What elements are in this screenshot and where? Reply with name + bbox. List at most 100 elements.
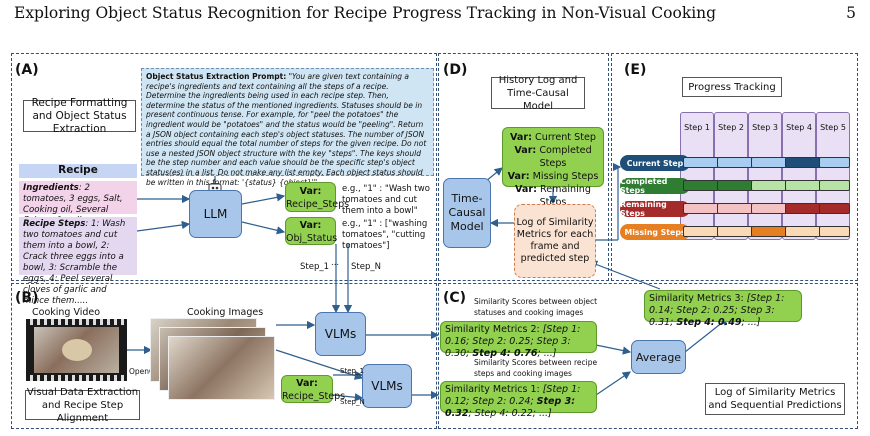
tracking-row-completed: Completed Steps (620, 177, 852, 195)
object-status-prompt: Object Status Extraction Prompt: "You ar… (141, 68, 434, 187)
var-value: Missing Steps (529, 171, 599, 182)
ingredients-label: Ingredients (23, 183, 79, 193)
steps-label: Recipe Steps (23, 219, 86, 229)
step-ellipsis: ... (331, 258, 340, 268)
row-label-missing: Missing Steps (620, 224, 690, 240)
sm3-tail: ; ...] (741, 317, 761, 328)
opencv-label: OpenCV (129, 367, 160, 376)
recipe-header: Recipe (19, 164, 137, 178)
paper-running-title: Exploring Object Status Recognition for … (14, 4, 717, 22)
step-column: Step 3 (748, 112, 782, 240)
row-label-remaining: Remaining Steps (620, 200, 690, 218)
panel-a (11, 53, 437, 281)
sm3-title: Similarity Metrics 3: (649, 293, 747, 304)
panel-a-caption: Recipe Formatting and Object Status Extr… (23, 97, 136, 135)
step-segment (819, 203, 850, 214)
sm2-tail: ; ...] (537, 348, 557, 359)
example-obj-status: e.g., "1" : ["washing tomatoes", "cuttin… (342, 219, 428, 251)
panel-e-label: (E) (624, 62, 647, 78)
var-value: Remaining Steps (536, 184, 591, 208)
var-key: Var: (299, 186, 322, 197)
var-key: Var: (507, 171, 530, 182)
sm3-best: Step 4: 0.49 (676, 317, 742, 328)
similarity-log-box: Log of Similarity Metrics for each frame… (514, 204, 596, 278)
panel-b (11, 283, 437, 429)
var-value: Current Step (531, 132, 596, 143)
sm2-best: Step 4: 0.76 (472, 348, 538, 359)
note-recipe-step-scores: Similarity Scores between recipe steps a… (474, 358, 598, 378)
panel-d (438, 53, 609, 281)
tracking-row-current: Current Step (620, 155, 852, 171)
step-column: Step 2 (714, 112, 748, 240)
step-segment (785, 203, 821, 214)
example-recipe-steps: e.g., "1" : "Wash two tomatoes and cut t… (342, 184, 430, 216)
var-current-step: Var: Current Step (503, 131, 603, 144)
sm1-values: [Step 1: 0.12; Step 2: 0.24; (445, 384, 581, 407)
panel-e (611, 53, 858, 281)
step-segment (819, 226, 850, 237)
row-label-completed: Completed Steps (620, 177, 690, 195)
tracking-row-remaining: Remaining Steps (620, 200, 852, 218)
step-segment (819, 180, 850, 191)
step-1-label-b: Step_1 (340, 367, 364, 375)
row-label-current: Current Step (620, 155, 690, 171)
var-key: Var: (515, 184, 537, 195)
similarity-metrics-3: Similarity Metrics 3: [Step 1: 0.14; Ste… (644, 290, 802, 328)
panel-b-caption: Visual Data Extraction and Recipe Step A… (25, 386, 140, 424)
vlms-box-2: VLMs (362, 364, 412, 408)
var-value: Recipe_Steps (286, 199, 350, 210)
step-segment (785, 226, 821, 237)
sm1-title: Similarity Metrics 1: (445, 384, 543, 395)
var-key: Var: (296, 378, 318, 389)
step-segment (819, 157, 850, 168)
vlms-box-1: VLMs (315, 312, 366, 356)
llm-box: LLM (189, 190, 242, 238)
var-remaining-steps: Var: Remaining Steps (503, 183, 603, 209)
step-n-label: Step_N (351, 262, 381, 272)
sm1-best: Step 3: 0.32 (445, 396, 576, 419)
step-segment (717, 226, 753, 237)
step-segment (751, 226, 787, 237)
recipe-ingredients: Ingredients: 2 tomatoes, 3 eggs, Salt, C… (19, 181, 137, 226)
step-segment (751, 180, 787, 191)
var-key: Var: (514, 145, 537, 156)
panel-d-caption: History Log and Time-Causal Model (491, 75, 585, 112)
similarity-metrics-1: Similarity Metrics 1: [Step 1: 0.12; Ste… (440, 381, 597, 419)
var-key: Var: (299, 220, 322, 231)
panel-c (438, 283, 858, 429)
step-column: Step 4 (782, 112, 816, 240)
var-completed-steps: Var: Completed Steps (503, 144, 603, 170)
var-missing-steps: Var: Missing Steps (503, 170, 603, 183)
step-column: Step 5 (816, 112, 850, 240)
step-column: Step 1 (680, 112, 714, 240)
step-segment (683, 157, 719, 168)
average-box: Average (631, 340, 686, 374)
var-obj-status: Var:Obj_Status (285, 217, 337, 245)
cooking-video-label: Cooking Video (32, 307, 101, 318)
panel-c-label: (C) (443, 290, 467, 306)
panel-c-caption: Log of Similarity Metrics and Sequential… (705, 383, 845, 415)
prompt-body: "You are given text containing a recipe'… (146, 72, 427, 187)
steps-text: : 1: Wash two tomatoes and cut them into… (23, 219, 126, 306)
step-segment (683, 180, 719, 191)
step-columns: Step 1 Step 2 Step 3 Step 4 Step 5 (680, 112, 850, 252)
step-segment (717, 157, 753, 168)
prompt-title: Object Status Extraction Prompt: (146, 72, 287, 81)
step-segment (785, 180, 821, 191)
step-segment (683, 203, 719, 214)
sm1-tail: ; Step 4: 0.22; ...] (468, 408, 552, 419)
similarity-metrics-2: Similarity Metrics 2: [Step 1: 0.16; Ste… (440, 321, 597, 359)
step-segment (717, 180, 753, 191)
sm2-title: Similarity Metrics 2: (445, 324, 543, 335)
step-segment (751, 157, 787, 168)
sm3-values: [Step 1: 0.14; Step 2: 0.25; Step 3: 0.3… (649, 293, 785, 328)
cooking-video-thumbnail (26, 319, 127, 381)
step-segment (751, 203, 787, 214)
var-value: Completed Steps (536, 145, 592, 169)
robot-icon (207, 178, 223, 193)
time-causal-model-box: Time-Causal Model (443, 178, 491, 248)
panel-b-label: (B) (15, 290, 38, 306)
tracking-row-missing: Missing Steps (620, 224, 852, 240)
note-object-status-scores: Similarity Scores between object statuse… (474, 297, 598, 317)
